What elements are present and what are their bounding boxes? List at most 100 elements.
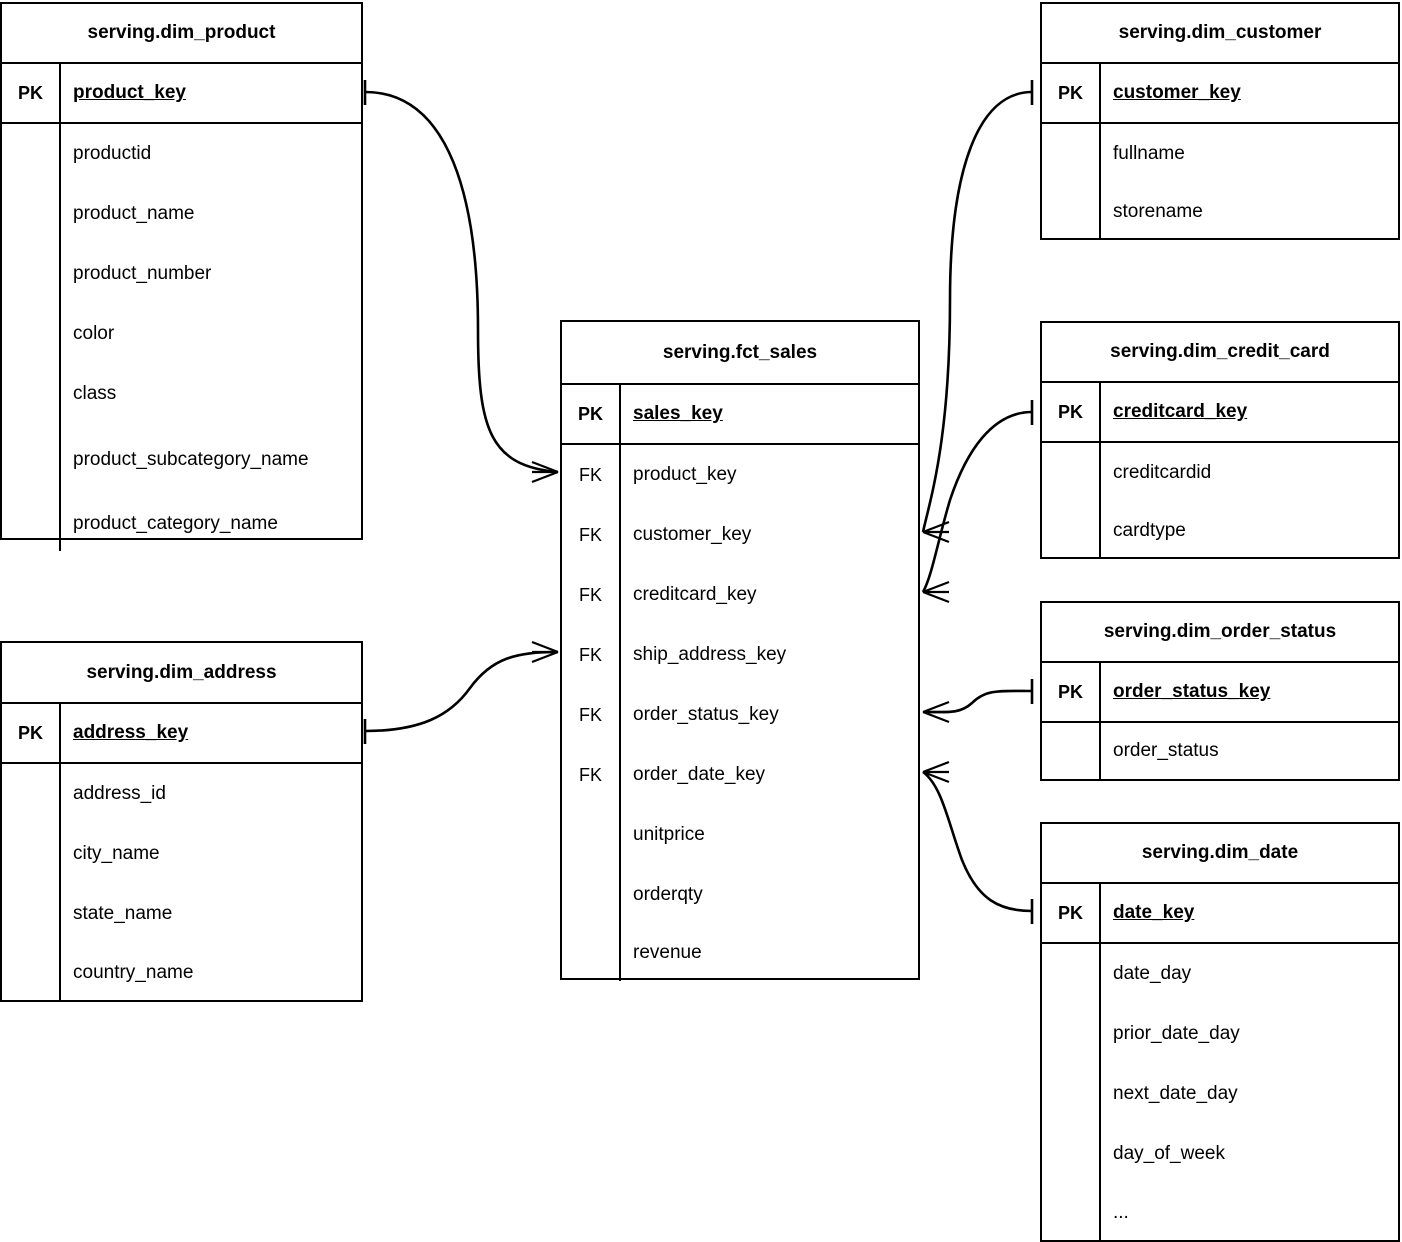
table-row[interactable]: country_name <box>2 944 361 1002</box>
key-label <box>562 865 621 925</box>
key-label <box>1042 723 1101 779</box>
field-name: creditcard_key <box>633 584 757 606</box>
table-row[interactable]: product_subcategory_name <box>2 424 361 496</box>
table-row[interactable]: productid <box>2 124 361 184</box>
fk-label: FK <box>562 625 621 685</box>
field-name: class <box>73 383 117 405</box>
key-label <box>1042 1124 1101 1184</box>
pk-label: PK <box>562 385 621 443</box>
table-row[interactable]: FK order_status_key <box>562 685 918 745</box>
field-name: order_date_key <box>633 764 766 786</box>
table-row[interactable]: FK ship_address_key <box>562 625 918 685</box>
table-row[interactable]: FK order_date_key <box>562 745 918 805</box>
key-label <box>1042 1064 1101 1124</box>
key-label <box>2 244 61 304</box>
entity-dim-credit-card[interactable]: serving.dim_credit_card PK creditcard_ke… <box>1040 321 1400 559</box>
table-row[interactable]: cardtype <box>1042 503 1398 559</box>
table-row[interactable]: product_category_name <box>2 496 361 551</box>
field-name: ship_address_key <box>633 644 787 666</box>
table-row[interactable]: order_status <box>1042 723 1398 779</box>
table-row[interactable]: color <box>2 304 361 364</box>
table-row[interactable]: class <box>2 364 361 424</box>
table-row[interactable]: ... <box>1042 1184 1398 1242</box>
table-row[interactable]: FK customer_key <box>562 505 918 565</box>
entity-dim-address[interactable]: serving.dim_address PK address_key addre… <box>0 641 363 1002</box>
field-name: prior_date_day <box>1113 1023 1240 1045</box>
table-row[interactable]: prior_date_day <box>1042 1004 1398 1064</box>
table-row[interactable]: PK product_key <box>2 64 361 124</box>
field-name: address_key <box>73 722 189 744</box>
table-row[interactable]: revenue <box>562 925 918 981</box>
connector-date-to-fct <box>922 760 1034 924</box>
table-row[interactable]: fullname <box>1042 124 1398 184</box>
pk-label: PK <box>1042 884 1101 942</box>
table-row[interactable]: storename <box>1042 184 1398 240</box>
table-row[interactable]: next_date_day <box>1042 1064 1398 1124</box>
table-row[interactable]: FK creditcard_key <box>562 565 918 625</box>
entity-fields: PK customer_key fullname storename <box>1042 62 1398 240</box>
table-row[interactable]: city_name <box>2 824 361 884</box>
entity-fields: PK product_key productid product_name pr… <box>2 62 361 551</box>
table-row[interactable]: PK creditcard_key <box>1042 383 1398 443</box>
table-row[interactable]: date_day <box>1042 944 1398 1004</box>
entity-fields: PK address_key address_id city_name stat… <box>2 702 361 1002</box>
field-name: unitprice <box>633 824 705 846</box>
field-name: day_of_week <box>1113 1143 1225 1165</box>
entity-dim-customer[interactable]: serving.dim_customer PK customer_key ful… <box>1040 2 1400 240</box>
field-name: creditcardid <box>1113 462 1212 484</box>
key-label <box>1042 1004 1101 1064</box>
table-row[interactable]: creditcardid <box>1042 443 1398 503</box>
key-label <box>2 884 61 944</box>
field-name: product_key <box>73 82 186 104</box>
entity-title: serving.dim_credit_card <box>1110 341 1330 362</box>
table-row[interactable]: PK customer_key <box>1042 64 1398 124</box>
field-name: order_status <box>1113 740 1219 762</box>
field-name: cardtype <box>1113 520 1186 542</box>
field-name: customer_key <box>1113 82 1241 104</box>
table-row[interactable]: PK sales_key <box>562 385 918 445</box>
table-row[interactable]: state_name <box>2 884 361 944</box>
entity-fields: PK creditcard_key creditcardid cardtype <box>1042 381 1398 559</box>
pk-label: PK <box>2 704 61 762</box>
entity-title: serving.dim_customer <box>1118 22 1322 43</box>
fk-label: FK <box>562 445 621 505</box>
table-row[interactable]: unitprice <box>562 805 918 865</box>
pk-label: PK <box>1042 663 1101 721</box>
field-name: product_subcategory_name <box>73 449 309 471</box>
entity-dim-date[interactable]: serving.dim_date PK date_key date_day pr… <box>1040 822 1400 1242</box>
fk-label: FK <box>562 565 621 625</box>
key-label <box>1042 944 1101 1004</box>
key-label <box>1042 124 1101 184</box>
table-row[interactable]: PK date_key <box>1042 884 1398 944</box>
entity-title: serving.dim_address <box>86 661 277 683</box>
entity-fct-sales[interactable]: serving.fct_sales PK sales_key FK produc… <box>560 320 920 981</box>
entity-title: serving.dim_date <box>1141 842 1299 863</box>
table-row[interactable]: address_id <box>2 764 361 824</box>
field-name: product_key <box>633 464 737 486</box>
key-label <box>2 824 61 884</box>
entity-dim-order-status[interactable]: serving.dim_order_status PK order_status… <box>1040 601 1400 781</box>
connector-address-to-fct <box>363 640 559 744</box>
table-row[interactable]: FK product_key <box>562 445 918 505</box>
fk-label: FK <box>562 685 621 745</box>
table-row[interactable]: orderqty <box>562 865 918 925</box>
field-name: productid <box>73 143 152 165</box>
field-name: orderqty <box>633 884 703 906</box>
table-row[interactable]: product_number <box>2 244 361 304</box>
field-name: fullname <box>1113 143 1185 165</box>
entity-dim-product[interactable]: serving.dim_product PK product_key produ… <box>0 2 363 551</box>
pk-label: PK <box>2 64 61 122</box>
field-name: color <box>73 323 115 345</box>
table-row[interactable]: PK address_key <box>2 704 361 764</box>
field-name: product_category_name <box>73 512 278 534</box>
field-name: city_name <box>73 843 160 865</box>
table-row[interactable]: day_of_week <box>1042 1124 1398 1184</box>
key-label <box>2 944 61 1002</box>
field-name: address_id <box>73 783 166 805</box>
fk-label: FK <box>562 505 621 565</box>
table-row[interactable]: product_name <box>2 184 361 244</box>
table-row[interactable]: PK order_status_key <box>1042 663 1398 723</box>
key-label <box>1042 184 1101 240</box>
entity-fields: PK date_key date_day prior_date_day next… <box>1042 882 1398 1242</box>
